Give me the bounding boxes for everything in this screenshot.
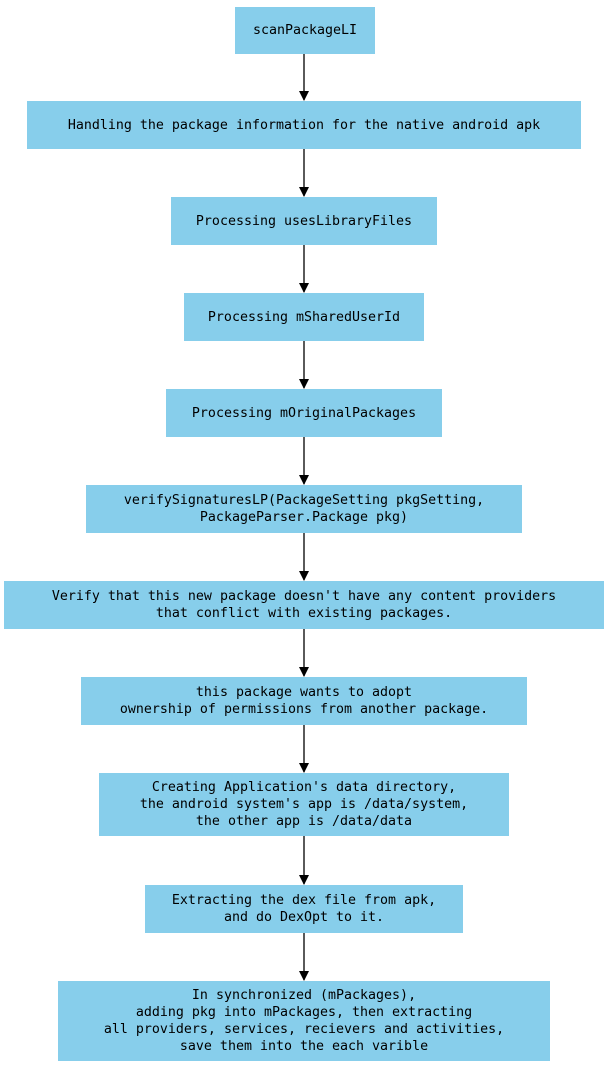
node-label-line: Creating Application's data directory, xyxy=(151,780,457,795)
flow-node-n5: Processing mOriginalPackages xyxy=(166,389,442,437)
flow-node-n2: Handling the package information for the… xyxy=(27,101,581,149)
node-label-line: the android system's app is /data/system… xyxy=(139,797,469,812)
node-label-line: ownership of permissions from another pa… xyxy=(119,702,489,717)
node-label-line: Verify that this new package doesn't hav… xyxy=(51,589,557,604)
node-label-line: verifySignaturesLP(PackageSetting pkgSet… xyxy=(123,493,485,508)
flow-node-n3: Processing usesLibraryFiles xyxy=(171,197,437,245)
flow-node-n4: Processing mSharedUserId xyxy=(184,293,424,341)
node-label-line: all providers, services, recievers and a… xyxy=(103,1022,505,1037)
node-label-line: the other app is /data/data xyxy=(195,814,413,829)
flow-node-n6: verifySignaturesLP(PackageSetting pkgSet… xyxy=(86,485,522,533)
node-label-line: Handling the package information for the… xyxy=(67,117,541,133)
node-label-line: that conflict with existing packages. xyxy=(155,606,453,621)
node-label-line: Processing mOriginalPackages xyxy=(191,405,417,421)
flow-node-n10: Extracting the dex file from apk, and do … xyxy=(145,885,463,933)
node-label-line: In synchronized (mPackages), xyxy=(191,988,417,1003)
node-label-line: Extracting the dex file from apk, xyxy=(171,893,437,908)
flow-node-n1: scanPackageLI xyxy=(235,7,375,54)
flow-node-n7: Verify that this new package doesn't hav… xyxy=(4,581,604,629)
node-label-line: save them into the each varible xyxy=(179,1039,429,1054)
flow-node-n9: Creating Application's data directory, th… xyxy=(99,773,509,836)
node-label-line: adding pkg into mPackages, then extracti… xyxy=(135,1005,473,1020)
node-label-line: Processing usesLibraryFiles xyxy=(195,213,413,229)
node-label-line: PackageParser.Package pkg) xyxy=(199,510,409,525)
node-label-line: scanPackageLI xyxy=(252,23,358,38)
node-label-line: and do DexOpt to it. xyxy=(223,910,385,925)
node-label-line: this package wants to adopt xyxy=(195,685,413,700)
flow-node-n11: In synchronized (mPackages), adding pkg i… xyxy=(58,981,550,1061)
node-label-line: Processing mSharedUserId xyxy=(207,309,401,325)
flow-node-n8: this package wants to adopt ownership of … xyxy=(81,677,527,725)
